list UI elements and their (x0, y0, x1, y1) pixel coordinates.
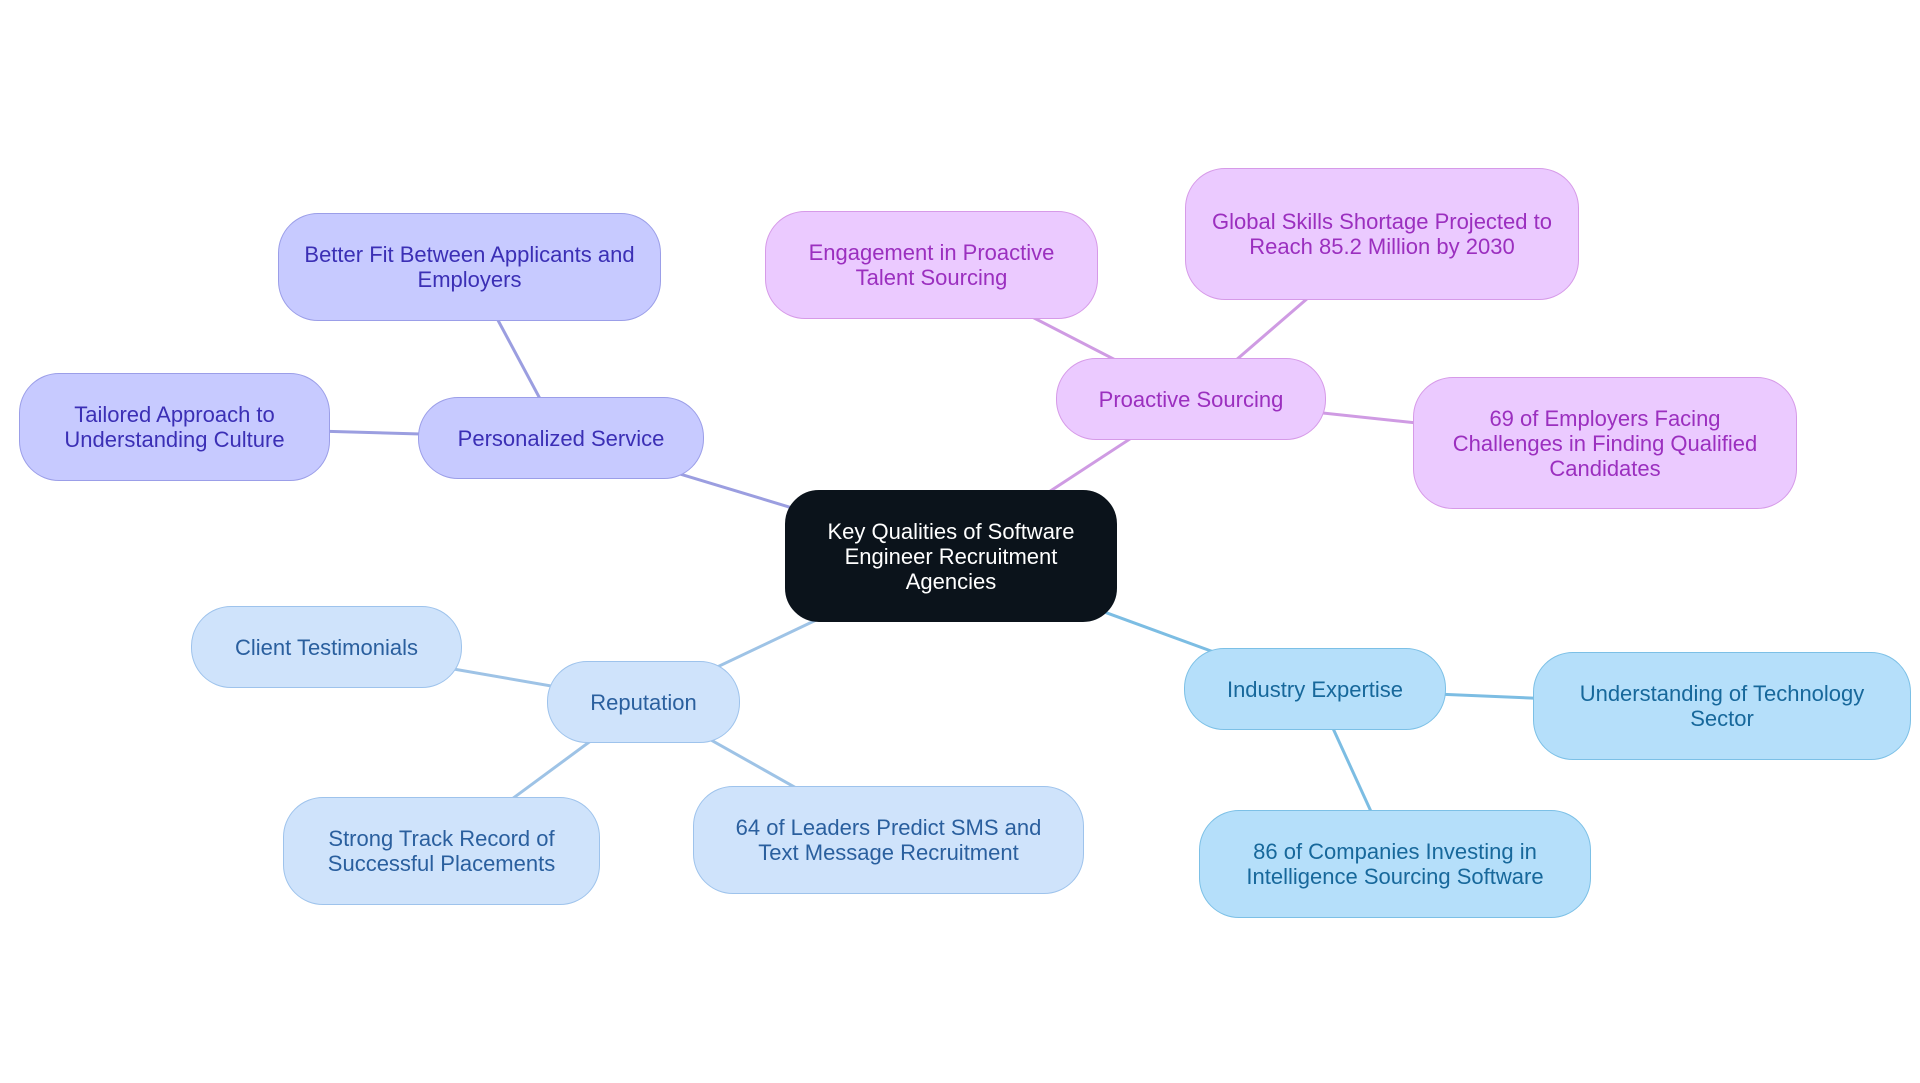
leaf-node-label: Strong Track Record of Successful Placem… (327, 826, 556, 876)
branch-node-label: Industry Expertise (1226, 676, 1404, 702)
leaf-node-leaders-sms-prediction: 64 of Leaders Predict SMS and Text Messa… (693, 786, 1084, 894)
branch-node-label: Personalized Service (457, 425, 665, 451)
leaf-node-label: Global Skills Shortage Projected to Reac… (1212, 209, 1552, 259)
leaf-node-track-record: Strong Track Record of Successful Placem… (283, 797, 600, 905)
branch-node-industry-expertise: Industry Expertise (1184, 648, 1446, 730)
leaf-node-technology-sector: Understanding of Technology Sector (1533, 652, 1911, 760)
root-node-label: Key Qualities of Software Engineer Recru… (827, 518, 1075, 594)
branch-node-label: Proactive Sourcing (1098, 386, 1284, 412)
leaf-node-client-testimonials: Client Testimonials (191, 606, 462, 688)
leaf-node-label: Client Testimonials (234, 634, 418, 660)
leaf-node-label: 69 of Employers Facing Challenges in Fin… (1452, 405, 1758, 481)
leaf-node-label: 64 of Leaders Predict SMS and Text Messa… (735, 815, 1042, 865)
root-node: Key Qualities of Software Engineer Recru… (785, 490, 1117, 622)
leaf-node-engagement-proactive-sourcing: Engagement in Proactive Talent Sourcing (765, 211, 1098, 319)
branch-node-label: Reputation (590, 689, 697, 715)
branch-node-proactive-sourcing: Proactive Sourcing (1056, 358, 1326, 440)
branch-node-personalized-service: Personalized Service (418, 397, 704, 479)
leaf-node-tailored-approach: Tailored Approach to Understanding Cultu… (19, 373, 330, 481)
leaf-node-global-skills-shortage: Global Skills Shortage Projected to Reac… (1185, 168, 1579, 300)
branch-node-reputation: Reputation (547, 661, 740, 743)
leaf-node-companies-investing: 86 of Companies Investing in Intelligenc… (1199, 810, 1591, 918)
leaf-node-employers-challenges: 69 of Employers Facing Challenges in Fin… (1413, 377, 1797, 509)
leaf-node-label: Tailored Approach to Understanding Cultu… (64, 402, 285, 452)
leaf-node-label: Understanding of Technology Sector (1579, 681, 1865, 731)
leaf-node-better-fit: Better Fit Between Applicants and Employ… (278, 213, 661, 321)
leaf-node-label: Engagement in Proactive Talent Sourcing (808, 240, 1055, 290)
leaf-node-label: 86 of Companies Investing in Intelligenc… (1246, 839, 1544, 889)
leaf-node-label: Better Fit Between Applicants and Employ… (304, 242, 635, 292)
